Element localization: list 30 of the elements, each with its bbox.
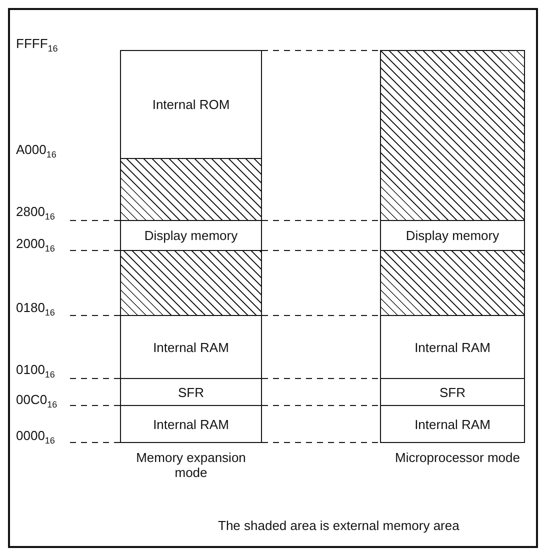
block-label: Internal RAM xyxy=(414,416,490,432)
memory-block xyxy=(120,315,262,379)
memory-block xyxy=(380,378,525,406)
memory-block xyxy=(380,315,525,379)
address-label: 2000$_{16}$ xyxy=(16,236,55,254)
shaded-memory-block xyxy=(120,250,262,316)
address-label: 2800$_{16}$ xyxy=(16,204,55,222)
block-label: Internal RAM xyxy=(414,340,490,354)
block-label: Internal ROM xyxy=(152,97,230,112)
column-caption: Memory expansion mode xyxy=(135,450,247,480)
address-label: 00C0$_{16}$ xyxy=(16,392,58,410)
address-label: A000$_{16}$ xyxy=(16,142,56,160)
address-label: 0100$_{16}$ xyxy=(16,362,55,380)
memory-block xyxy=(120,405,262,443)
block-label: Display memory xyxy=(144,228,238,243)
block-label: SFR xyxy=(178,384,204,400)
block-label: Internal RAM xyxy=(153,416,229,432)
shaded-memory-block xyxy=(120,158,262,221)
block-label: Display memory xyxy=(406,228,500,243)
note-text: The shaded area is external memory area xyxy=(218,518,460,533)
memory-block xyxy=(120,378,262,406)
column-caption: Microprocessor mode xyxy=(395,450,520,465)
address-label: 0000$_{16}$ xyxy=(16,428,55,446)
shaded-memory-block xyxy=(380,50,525,221)
memory-block xyxy=(380,405,525,443)
block-label: SFR xyxy=(440,384,466,400)
block-label: Internal RAM xyxy=(153,340,229,354)
shaded-memory-block xyxy=(380,250,525,316)
address-label: 0180$_{16}$ xyxy=(16,300,55,318)
address-label: FFFF$_{16}$ xyxy=(16,36,58,54)
